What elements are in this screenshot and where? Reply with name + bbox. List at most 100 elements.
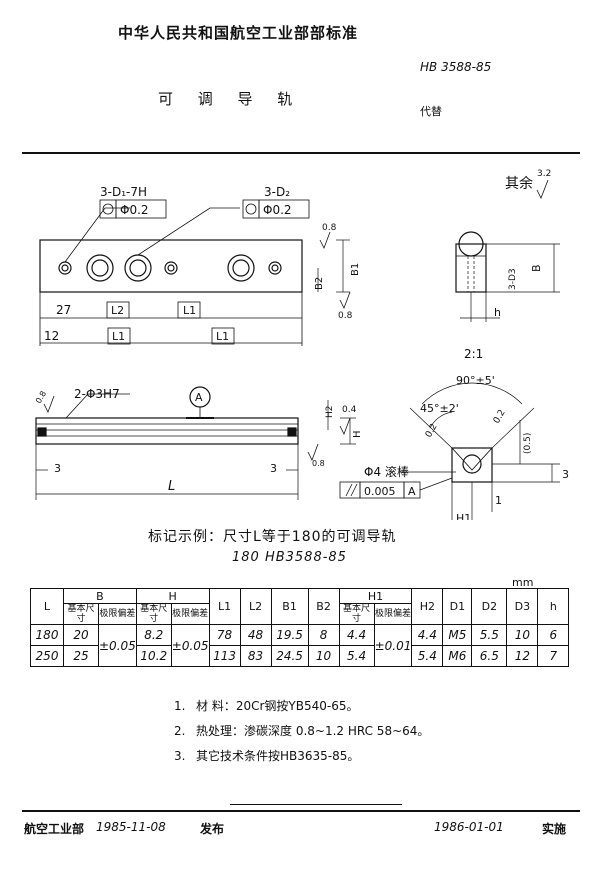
cell-d3: 12 [506,645,539,667]
note-number: 1. [174,699,186,713]
dim-12: 12 [44,329,59,343]
cell-l2: 83 [239,645,272,667]
header-rule [22,152,580,154]
cell-b1: 19.5 [270,624,309,646]
roughness-08-d: 0.8 [312,459,325,468]
note-number: 3. [174,749,186,763]
cell-h1-dev: ±0.01 [373,624,413,667]
h1-basic: 基本尺寸 [338,603,375,625]
cell-b: 20 [63,624,99,646]
roughness-note: 其余 [505,175,533,192]
roughness-08-c: 0.8 [34,389,48,405]
roughness-value: 3.2 [537,169,551,179]
col-l1: L1 [208,588,241,625]
note-number: 2. [174,724,186,738]
cell-h: 10.2 [135,645,172,667]
cell-d1: M6 [442,645,473,667]
col-l: L [30,588,64,625]
cell-l: 250 [30,645,64,667]
cell-h1: 5.4 [338,645,375,667]
cell-l1: 113 [208,645,241,667]
col-h1: H1 [338,588,413,604]
h-basic: 基本尺寸 [135,603,172,625]
cell-d2: 6.5 [471,645,508,667]
side-dim-b: B [530,264,543,272]
hole-callout-1: 3-D₁-7H [100,185,147,199]
issuer: 航空工业部 [24,822,85,836]
dim-l1: L1 [183,304,196,317]
pin-label: Φ4 滚棒 [364,464,409,479]
col-d1: D1 [442,588,473,625]
dim-h1: H1 [456,512,471,520]
cell-d2: 5.5 [471,624,508,646]
cell-h-small: 7 [537,645,570,667]
cell-h2: 4.4 [411,624,444,646]
dim-0-5: (0.5) [523,433,533,454]
table-row: 180 20 ±0.05 8.2 ±0.05 78 48 19.5 8 4.4 … [30,624,570,667]
dim-3-b: 3 [270,462,277,475]
col-b1: B1 [270,588,309,625]
cell-d1: M5 [442,624,473,646]
dim-l2: L2 [111,304,124,317]
marking-example: 标记示例：尺寸L等于180的可调导轨 [148,529,397,545]
cell-l1: 78 [208,624,241,646]
cell-h-dev: ±0.05 [170,624,210,667]
footer-rule [22,810,580,812]
angle-90: 90°±5' [456,374,495,387]
rail-top-view [39,239,303,293]
radius-02-b: 0.2 [492,408,508,425]
technical-drawing: 其余 3.2 3-D₁-7H 3-D₂ Φ0.2 Φ0.2 0.8 0.8 27… [34,169,569,520]
note-item: 2. 热处理：渗碳深度 0.8~1.2 HRC 58~64。 [174,719,429,744]
roughness-04: 0.4 [342,405,357,415]
pin-callout: 2-Φ3H7 [74,387,120,401]
tolerance-1: Φ0.2 [120,203,149,217]
h-dev: 极限偏差 [170,603,210,625]
cell-b1: 24.5 [270,645,309,667]
effective-date: 1986-01-01 [434,820,504,834]
dim-l: L [168,479,175,494]
dim-l1-c: L1 [216,330,229,343]
dimension-table: L B H L1 L2 B1 B2 H1 H2 D1 D2 D3 h 基本尺寸 … [30,588,570,667]
col-h: H [135,588,210,604]
scale: 2:1 [464,347,483,361]
rail-side-view [455,243,487,293]
b-dev: 极限偏差 [98,603,137,625]
note-item: 3. 其它技术条件按HB3635-85。 [174,744,429,769]
replace-note: 代替 [420,105,442,118]
roughness-08-b: 0.8 [338,311,353,321]
standard-organization: 中华人民共和国航空工业部部标准 [118,24,359,42]
datum-a: A [195,391,203,404]
issue-label: 发布 [200,822,225,836]
dim-b2: B2 [314,277,325,290]
cell-h2: 5.4 [411,645,444,667]
issue-date: 1985-11-08 [96,820,166,834]
note-text: 热处理：渗碳深度 0.8~1.2 HRC 58~64。 [196,724,430,738]
dim-l1-b: L1 [112,330,125,343]
note-item: 1. 材 料：20Cr钢按YB540-65。 [174,694,429,719]
col-l2: L2 [239,588,272,625]
table-unit: mm [512,576,534,589]
parallel-datum: A [408,485,416,498]
document-title: 可 调 导 轨 [158,90,303,108]
standard-number: HB 3588-85 [420,60,492,74]
dim-3-c: 3 [562,468,569,481]
cell-h-small: 6 [537,624,570,646]
b-basic: 基本尺寸 [63,603,99,625]
cell-l2: 48 [239,624,272,646]
roughness-08-a: 0.8 [322,223,337,233]
dim-27: 27 [56,303,71,317]
cell-h1: 4.4 [338,624,375,646]
col-d3: D3 [506,588,539,625]
note-text: 其它技术条件按HB3635-85。 [196,749,360,763]
dim-b1: B1 [350,263,361,276]
hole-d2 [86,254,114,282]
dim-1: 1 [495,494,502,507]
note-text: 材 料：20Cr钢按YB540-65。 [196,699,359,713]
cell-b-dev: ±0.05 [98,624,137,667]
side-dim-h: h [494,306,501,319]
cell-l: 180 [30,624,64,646]
roller-circle [462,454,482,474]
parallel-tolerance: 0.005 [364,485,396,498]
h1-dev: 极限偏差 [373,603,413,625]
radius-02-a: 0.2 [424,422,440,439]
